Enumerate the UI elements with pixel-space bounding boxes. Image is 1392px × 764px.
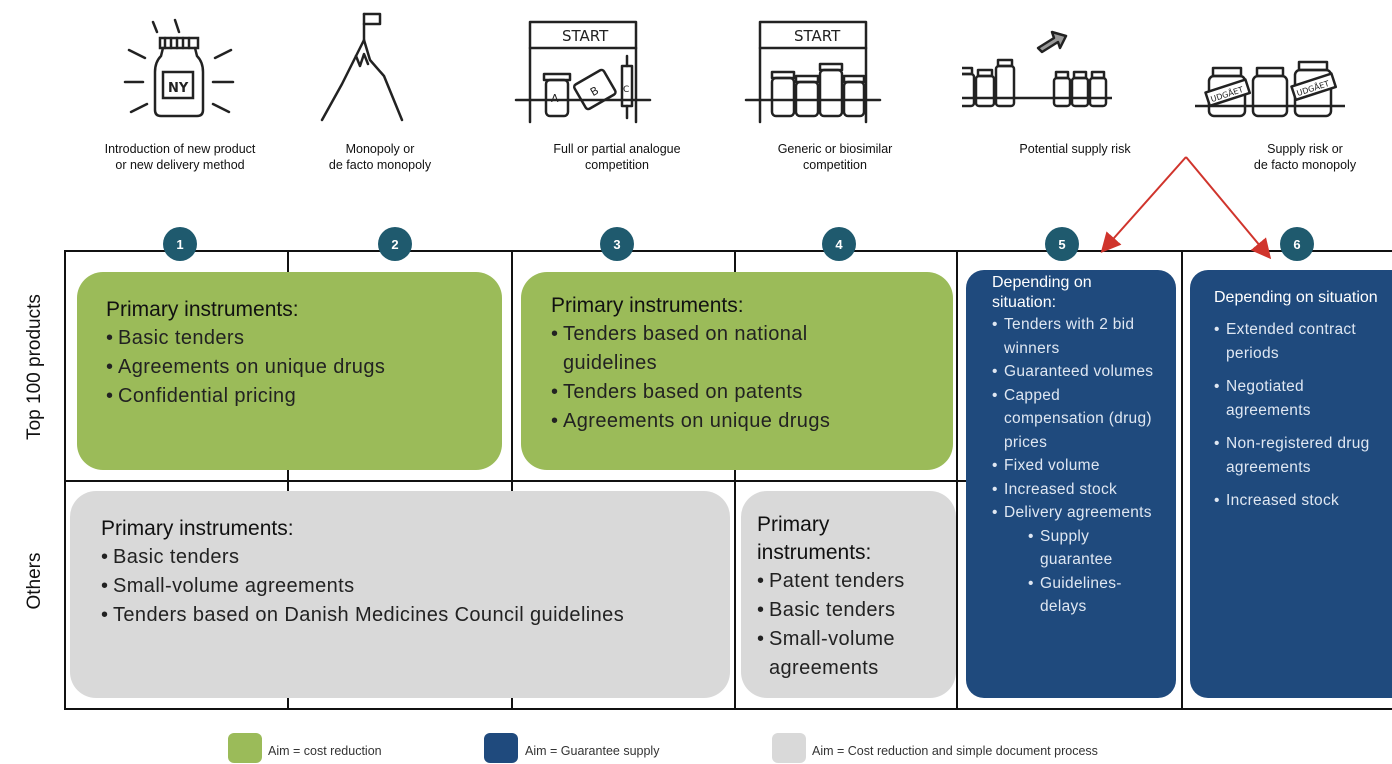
list-item: Delivery agreements xyxy=(992,501,1156,525)
box-others-stage-4: Primary instruments: Patent tenders Basi… xyxy=(741,491,956,698)
list-item: Fixed volume xyxy=(992,454,1156,478)
list-item: Guaranteed volumes xyxy=(992,360,1156,384)
list-item: Non-registered drug agreements xyxy=(1214,432,1386,479)
list-item: Confidential pricing xyxy=(106,382,492,411)
box-top-stage-1-2: Primary instruments: Basic tenders Agree… xyxy=(77,272,502,470)
bottles-moving-icon xyxy=(950,10,1124,130)
stage-caption-3: Full or partial analogue competition xyxy=(553,142,681,172)
stage-number-1: 1 xyxy=(163,227,197,261)
box-title: Primary instruments: xyxy=(106,298,299,321)
row-label-others: Others xyxy=(24,552,45,610)
stage-number-6: 6 xyxy=(1280,227,1314,261)
box-title: Primary instruments: xyxy=(551,294,744,317)
legend-label-cost-reduction: Aim = cost reduction xyxy=(268,744,382,758)
box-others-stage-1-3: Primary instruments: Basic tenders Small… xyxy=(70,491,730,698)
list-item: Extended contract periods xyxy=(1214,318,1386,365)
list-item: Increased stock xyxy=(1214,489,1386,513)
list-item: Agreements on unique drugs xyxy=(106,353,492,382)
list-item: Small-volume agreements xyxy=(101,572,670,601)
svg-text:NY: NY xyxy=(168,81,189,96)
list-item: Basic tenders xyxy=(106,324,492,353)
list-item: Patent tenders xyxy=(757,567,952,596)
stage-caption-4: Generic or biosimilar competition xyxy=(777,142,893,172)
svg-text:START: START xyxy=(562,27,609,45)
legend-swatch-green xyxy=(228,733,262,763)
box-title: Primary instruments: xyxy=(101,517,294,540)
list-item: Basic tenders xyxy=(101,543,670,572)
list-item: Tenders based on Danish Medicines Counci… xyxy=(101,601,670,630)
svg-text:A: A xyxy=(551,92,559,105)
stage-number-4: 4 xyxy=(822,227,856,261)
list-subitem: Supply guarantee xyxy=(992,525,1156,572)
start-race-generics-icon: START xyxy=(738,10,888,130)
bottles-udgaet-icon: UDGÅET UDGÅET xyxy=(1193,10,1347,130)
row-label-top-100: Top 100 products xyxy=(24,294,45,440)
stage-caption-6: Supply risk or de facto monopoly xyxy=(1253,142,1357,172)
box-title: Primary instruments: xyxy=(757,513,872,564)
box-stage-6-supply: Depending on situation Extended contract… xyxy=(1190,270,1392,698)
list-item: Agreements on unique drugs xyxy=(551,407,903,436)
legend-swatch-grey xyxy=(772,733,806,763)
list-item: Tenders based on national guidelines xyxy=(551,320,903,378)
list-item: Tenders with 2 bid winners xyxy=(992,313,1156,360)
svg-text:START: START xyxy=(794,27,841,45)
svg-text:C: C xyxy=(623,85,629,95)
medicine-bottle-ny-icon: NY xyxy=(105,10,255,130)
stage-number-2: 2 xyxy=(378,227,412,261)
list-item: Capped compensation (drug) prices xyxy=(992,384,1156,455)
box-stage-5-supply: Depending on situation: Tenders with 2 b… xyxy=(966,270,1176,698)
box-title: Depending on situation xyxy=(1214,289,1378,306)
legend-label-guarantee-supply: Aim = Guarantee supply xyxy=(525,744,660,758)
list-item: Small-volume agreements xyxy=(757,625,952,683)
start-race-analogues-icon: START A B C xyxy=(508,10,658,130)
stage-caption-1: Introduction of new product or new deliv… xyxy=(104,142,256,172)
mountain-flag-icon xyxy=(300,10,450,130)
list-subitem: Guidelines-delays xyxy=(992,572,1156,619)
legend-label-cost-reduction-simple: Aim = Cost reduction and simple document… xyxy=(812,744,1098,758)
box-title: Depending on situation: xyxy=(992,274,1092,311)
list-item: Basic tenders xyxy=(757,596,952,625)
stage-number-3: 3 xyxy=(600,227,634,261)
list-item: Negotiated agreements xyxy=(1214,375,1386,422)
list-item: Increased stock xyxy=(992,478,1156,502)
legend-swatch-navy xyxy=(484,733,518,763)
box-top-stage-3-4: Primary instruments: Tenders based on na… xyxy=(521,272,953,470)
stage-number-5: 5 xyxy=(1045,227,1079,261)
stage-caption-5: Potential supply risk xyxy=(1019,142,1131,156)
list-item: Tenders based on patents xyxy=(551,378,903,407)
stage-caption-2: Monopoly or de facto monopoly xyxy=(328,142,432,172)
